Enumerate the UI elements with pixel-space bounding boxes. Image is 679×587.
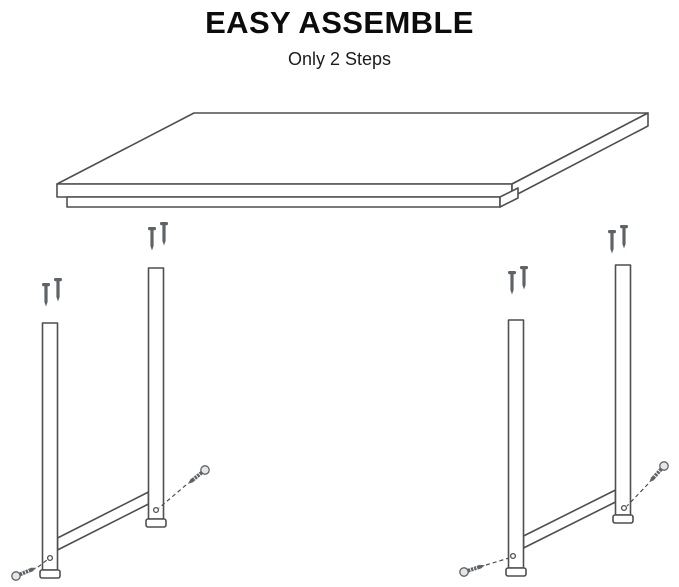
left-front-screw-hole — [46, 554, 54, 562]
top-screw-icon — [608, 230, 616, 254]
side-bolt-icon — [9, 563, 39, 583]
left-rear-screw-hole — [152, 506, 160, 514]
top-screw-icon — [620, 225, 628, 249]
tabletop-apron-corner — [499, 187, 519, 208]
guide-line-right-front — [485, 557, 510, 566]
right-rear-post — [614, 264, 632, 516]
page-subtitle: Only 2 Steps — [287, 49, 392, 69]
right-bottom-bar — [522, 489, 617, 549]
guide-line-right-rear — [626, 483, 649, 507]
left-rear-foot — [145, 518, 167, 528]
left-leg-frame — [39, 267, 167, 579]
right-front-post — [507, 319, 525, 569]
tabletop — [56, 112, 649, 208]
top-screw-icon — [148, 227, 156, 251]
guide-line-left-rear — [158, 484, 187, 509]
tabletop-top-face — [56, 112, 649, 185]
top-screw-icon — [54, 278, 62, 302]
right-front-foot — [505, 567, 527, 577]
header: EASY ASSEMBLE Only 2 Steps — [0, 0, 679, 70]
tabletop-apron-front — [66, 196, 501, 208]
top-screw-icon — [42, 283, 50, 307]
left-rear-post — [147, 267, 165, 520]
top-screw-icon — [160, 222, 168, 246]
top-screws — [42, 222, 628, 307]
tabletop-front-edge — [56, 183, 513, 198]
side-bolt-icon — [458, 560, 487, 578]
top-screw-icon — [508, 271, 516, 295]
side-bolt-icon — [645, 459, 671, 486]
right-leg-frame — [505, 264, 634, 577]
side-bolt-icon — [184, 463, 212, 488]
right-rear-screw-hole — [620, 504, 628, 512]
right-front-screw-hole — [509, 552, 517, 560]
guide-line-left-front — [37, 559, 48, 568]
right-rear-foot — [612, 514, 634, 524]
side-bolts — [9, 459, 671, 583]
page-title: EASY ASSEMBLE — [205, 5, 474, 40]
left-bottom-bar — [56, 491, 150, 551]
top-screw-icon — [520, 266, 528, 290]
left-front-post — [41, 322, 59, 571]
left-front-foot — [39, 569, 61, 579]
